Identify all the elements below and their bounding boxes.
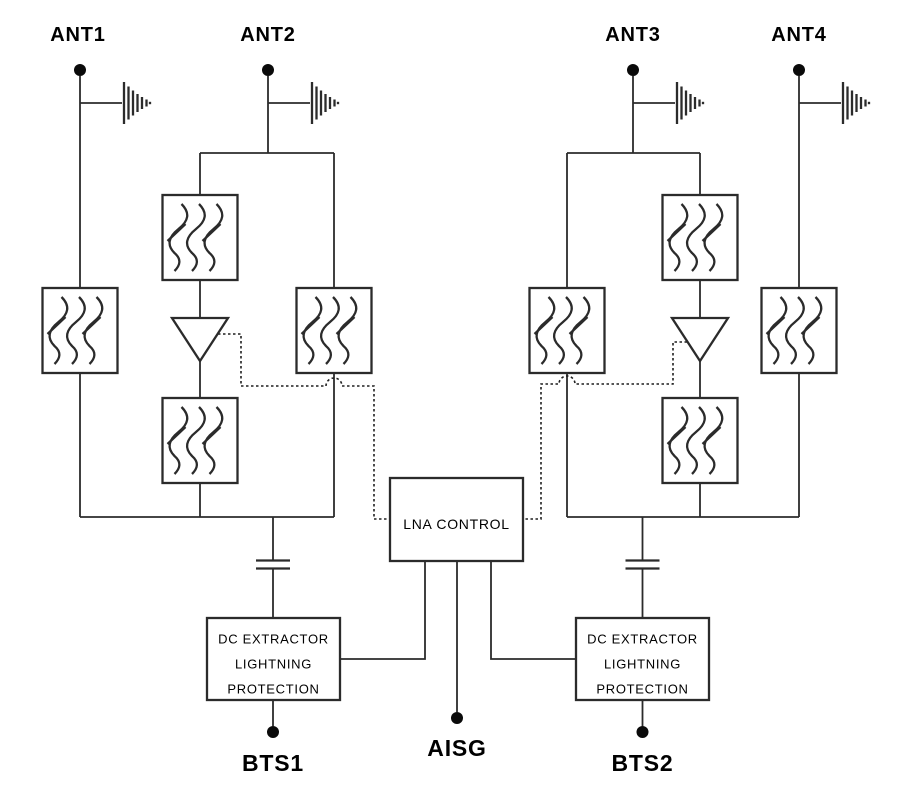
lna-control-box: LNA CONTROL [388,476,525,563]
capacitor-2-icon [624,559,661,570]
tx2-filter-icon [528,286,606,375]
ant1-ground-icon [122,80,152,126]
lna2-amplifier-icon [670,316,730,363]
ant4-filter-icon [760,286,838,375]
bts2-label: BTS2 [612,750,674,776]
ant4-terminal [793,64,805,76]
rx2-pre-filter-icon [661,193,739,282]
ant1-filter-icon [41,286,119,375]
dc-extractor-2-line1: DC EXTRACTOR [587,632,698,647]
rx1-post-filter-icon [161,396,239,485]
dc-extractor-2-line2: LIGHTNING [604,657,681,672]
bts2-terminal [636,726,649,738]
ant4-label: ANT4 [771,24,827,46]
ant2-label: ANT2 [240,24,295,46]
ant3-terminal [627,64,639,76]
dc-extractor-1-line2: LIGHTNING [235,657,312,672]
rx1-pre-filter-icon [161,193,239,282]
ant3-label: ANT3 [605,24,660,46]
tx1-filter-icon [295,286,373,375]
lna2-control-dotted-line [523,341,687,520]
dc-extractor-box-1: DC EXTRACTOR LIGHTNING PROTECTION [205,616,342,702]
bts1-terminal [267,726,279,738]
lna-pin-left [340,561,426,660]
bts1-label: BTS1 [242,750,304,776]
lna1-control-dotted-line [218,333,390,520]
aisg-terminal [451,712,463,724]
ant1-terminal [74,64,86,76]
lna1-amplifier-icon [170,316,230,363]
ant2-terminal [262,64,274,76]
dc-extractor-box-2: DC EXTRACTOR LIGHTNING PROTECTION [574,616,711,702]
dc-extractor-1-line3: PROTECTION [227,682,319,697]
capacitor-1-icon [254,559,292,570]
aisg-label: AISG [427,735,486,761]
dc-extractor-2-line3: PROTECTION [596,682,688,697]
lna-pin-right [490,561,576,660]
lna-control-label: LNA CONTROL [403,516,510,532]
dc-extractor-1-line1: DC EXTRACTOR [218,632,329,647]
ant1-label: ANT1 [50,24,105,46]
rx2-post-filter-icon [661,396,739,485]
wiring [79,76,841,726]
ant4-ground-icon [841,80,871,126]
ant2-ground-icon [310,80,340,126]
ant3-ground-icon [675,80,705,126]
